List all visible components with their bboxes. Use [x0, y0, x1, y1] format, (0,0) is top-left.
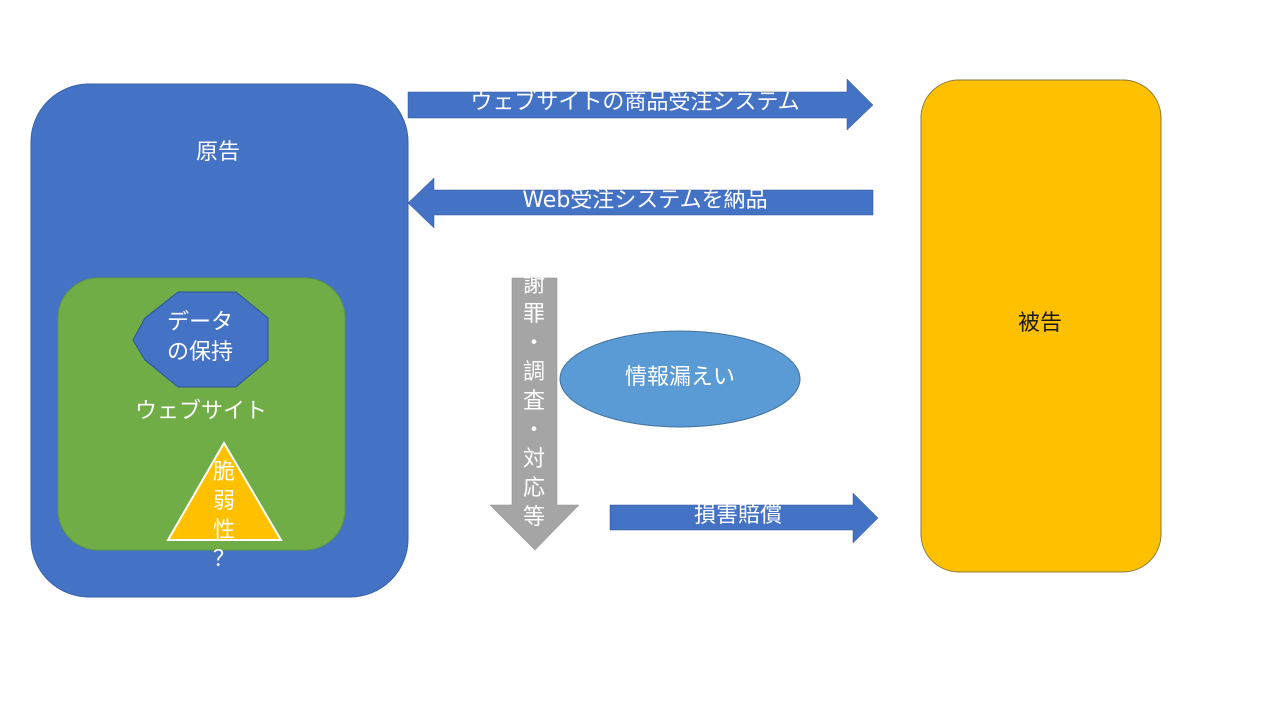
plaintiff-label: 原告	[195, 140, 240, 165]
apology-char-9: 等	[522, 505, 545, 530]
website-label: ウェブサイト	[134, 399, 267, 424]
apology-char-8: 応	[522, 476, 545, 501]
vulnerability-char-2: 弱	[212, 489, 235, 514]
vulnerability-char-1: 脆	[212, 460, 235, 485]
data-holding-label-line1: データ	[166, 310, 233, 335]
defendant-box	[920, 79, 1162, 573]
damages-arrow-label: 損害賠償	[693, 503, 782, 528]
delivery-arrow-label: Web受注システムを納品	[522, 188, 768, 213]
order-system-arrow-label: ウェブサイトの商品受注システム	[470, 90, 800, 115]
apology-char-7: 対	[522, 447, 545, 472]
leak-label: 情報漏えい	[624, 365, 735, 390]
data-holding-label-line2: の保持	[166, 340, 233, 365]
apology-arrow	[489, 277, 580, 551]
apology-char-5: 査	[522, 389, 545, 414]
defendant-label: 被告	[1017, 311, 1062, 336]
apology-char-6: ・	[522, 418, 545, 443]
data-holding-decagon	[132, 291, 269, 388]
vulnerability-char-3: 性	[212, 518, 235, 543]
damages-arrow	[609, 492, 879, 544]
website-box	[57, 277, 346, 551]
leak-ellipse	[559, 330, 801, 428]
order-system-arrow	[407, 78, 874, 131]
apology-char-3: ・	[522, 331, 545, 356]
vulnerability-label: 脆 弱 性 ？	[209, 458, 239, 574]
vulnerability-char-4: ？	[212, 547, 235, 572]
apology-arrow-label: 謝 罪 ・ 調 査 ・ 対 応 等	[519, 271, 549, 532]
apology-char-2: 罪	[522, 302, 545, 327]
apology-char-4: 調	[522, 360, 545, 385]
apology-char-1: 謝	[522, 273, 545, 298]
delivery-arrow	[407, 177, 874, 229]
vulnerability-triangle	[166, 441, 283, 541]
